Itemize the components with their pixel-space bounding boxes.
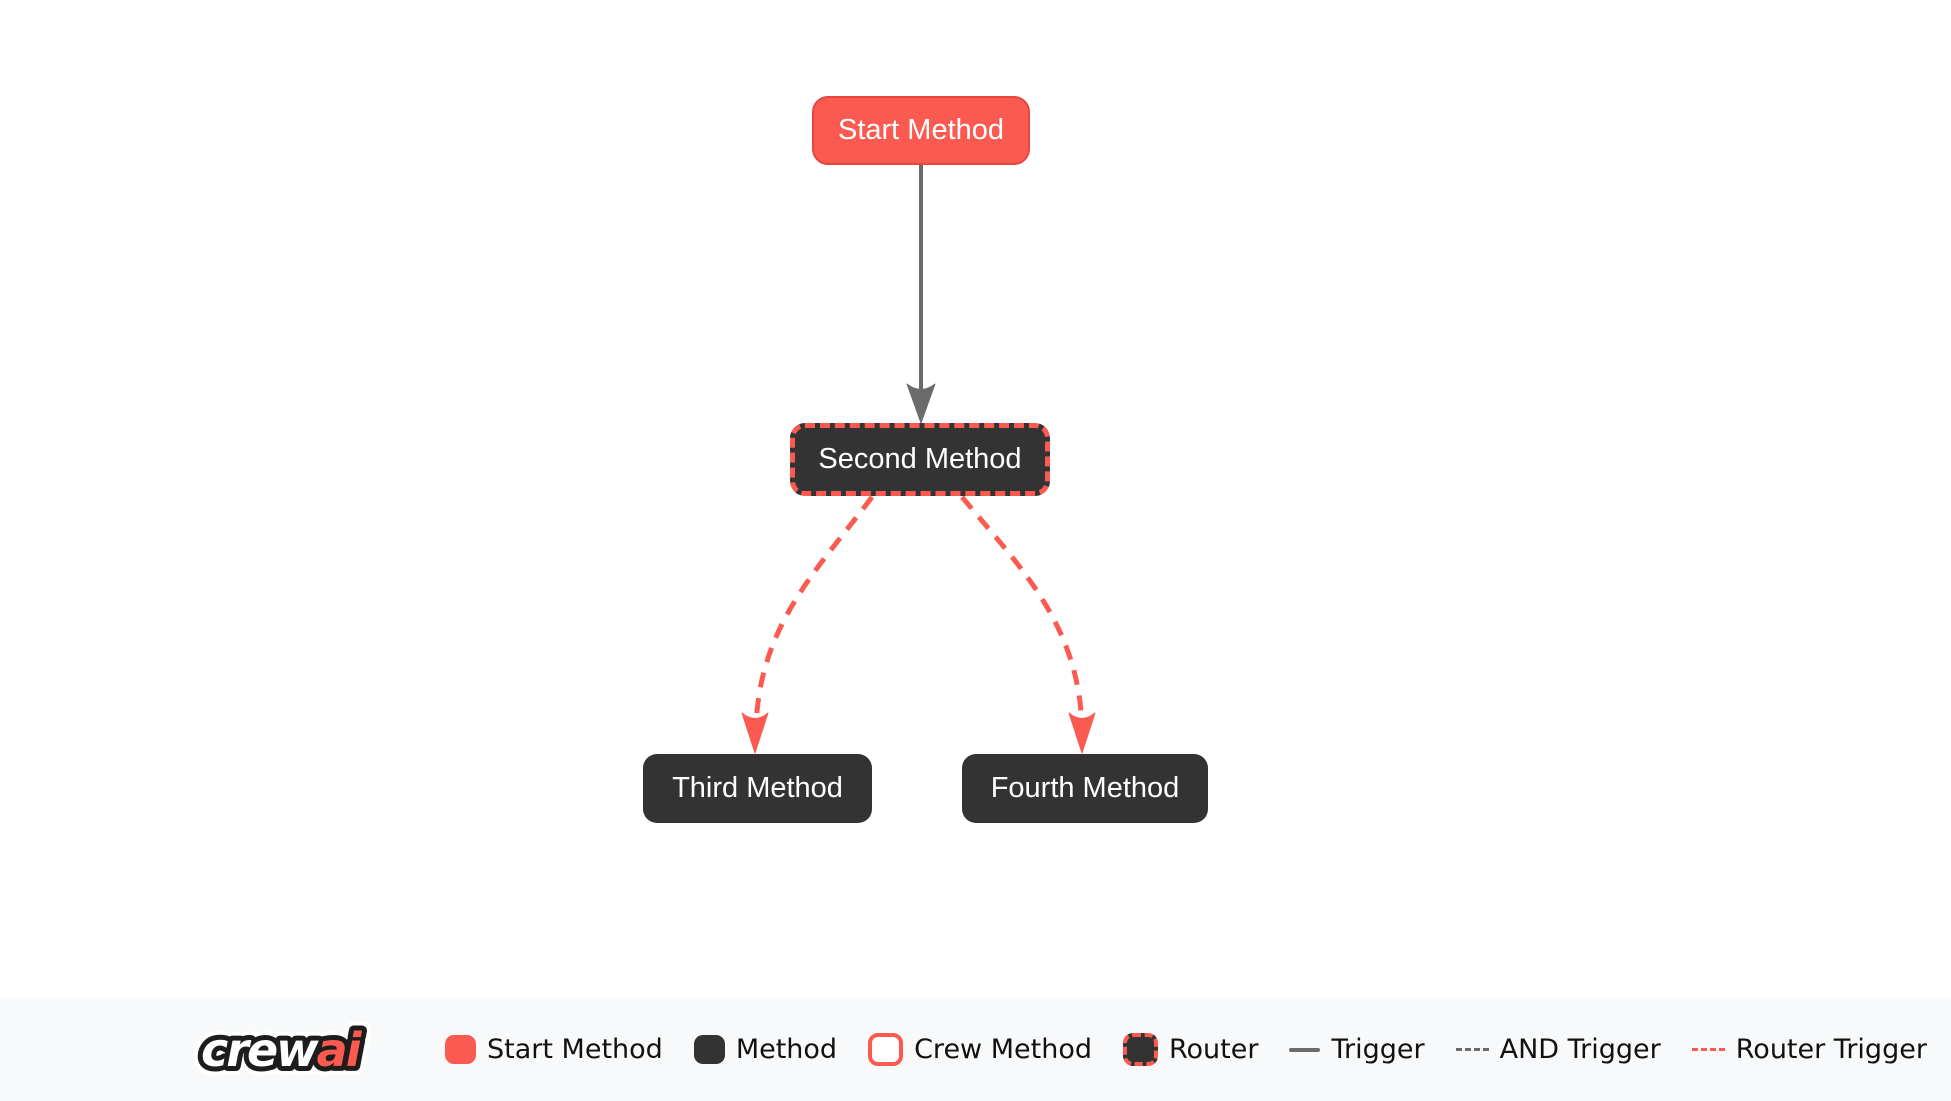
logo-text-ai: ai: [317, 1023, 363, 1077]
legend-label: Method: [735, 1034, 838, 1065]
legend-items: Start Method Method Crew Method Router T…: [445, 1033, 1927, 1066]
legend-label: Router: [1168, 1034, 1259, 1065]
node-fourth-method[interactable]: Fourth Method: [962, 754, 1208, 823]
legend-label: Router Trigger: [1735, 1034, 1927, 1065]
node-label: Second Method: [818, 443, 1022, 475]
legend-item-start-method: Start Method: [445, 1034, 663, 1065]
router-trigger-line-icon: [1691, 1048, 1725, 1051]
legend-bar: crewai crewai crewai Start Method Method…: [0, 998, 1951, 1101]
node-third-method[interactable]: Third Method: [643, 754, 872, 823]
arrowhead-icon: [906, 383, 936, 424]
svg-text:crewai: crewai: [201, 1023, 363, 1077]
start-method-swatch-icon: [445, 1035, 476, 1064]
router-swatch-icon: [1122, 1033, 1158, 1066]
legend-item-trigger: Trigger: [1289, 1034, 1425, 1065]
node-label: Third Method: [672, 772, 843, 804]
legend-item-and-trigger: AND Trigger: [1455, 1034, 1661, 1065]
node-label: Start Method: [837, 114, 1005, 146]
and-trigger-line-icon: [1455, 1048, 1489, 1051]
legend-item-router-trigger: Router Trigger: [1691, 1034, 1927, 1065]
edge-trigger: [906, 165, 936, 424]
crewai-logo: crewai crewai crewai: [193, 1014, 374, 1086]
legend-item-router: Router: [1122, 1033, 1259, 1066]
logo-text-crew: crew: [201, 1023, 319, 1077]
flow-canvas[interactable]: Start Method Second Method Third Method …: [0, 0, 1951, 998]
arrowhead-icon: [1068, 712, 1096, 754]
legend-item-crew-method: Crew Method: [868, 1033, 1092, 1066]
svg-text:crewai: crewai: [201, 1023, 363, 1077]
legend-label: Crew Method: [914, 1034, 1092, 1065]
method-swatch-icon: [693, 1035, 725, 1064]
legend-label: AND Trigger: [1499, 1034, 1661, 1065]
legend-label: Trigger: [1331, 1034, 1425, 1065]
legend-label: Start Method: [487, 1034, 663, 1065]
edge-router-trigger-right: [960, 495, 1096, 754]
node-label: Fourth Method: [990, 772, 1180, 804]
edge-router-trigger-left: [741, 495, 875, 754]
node-second-method[interactable]: Second Method: [790, 423, 1050, 496]
arrowhead-icon: [741, 712, 769, 754]
crew-method-swatch-icon: [868, 1033, 904, 1066]
legend-item-method: Method: [693, 1034, 838, 1065]
node-start-method[interactable]: Start Method: [812, 96, 1030, 165]
trigger-line-icon: [1289, 1047, 1321, 1052]
